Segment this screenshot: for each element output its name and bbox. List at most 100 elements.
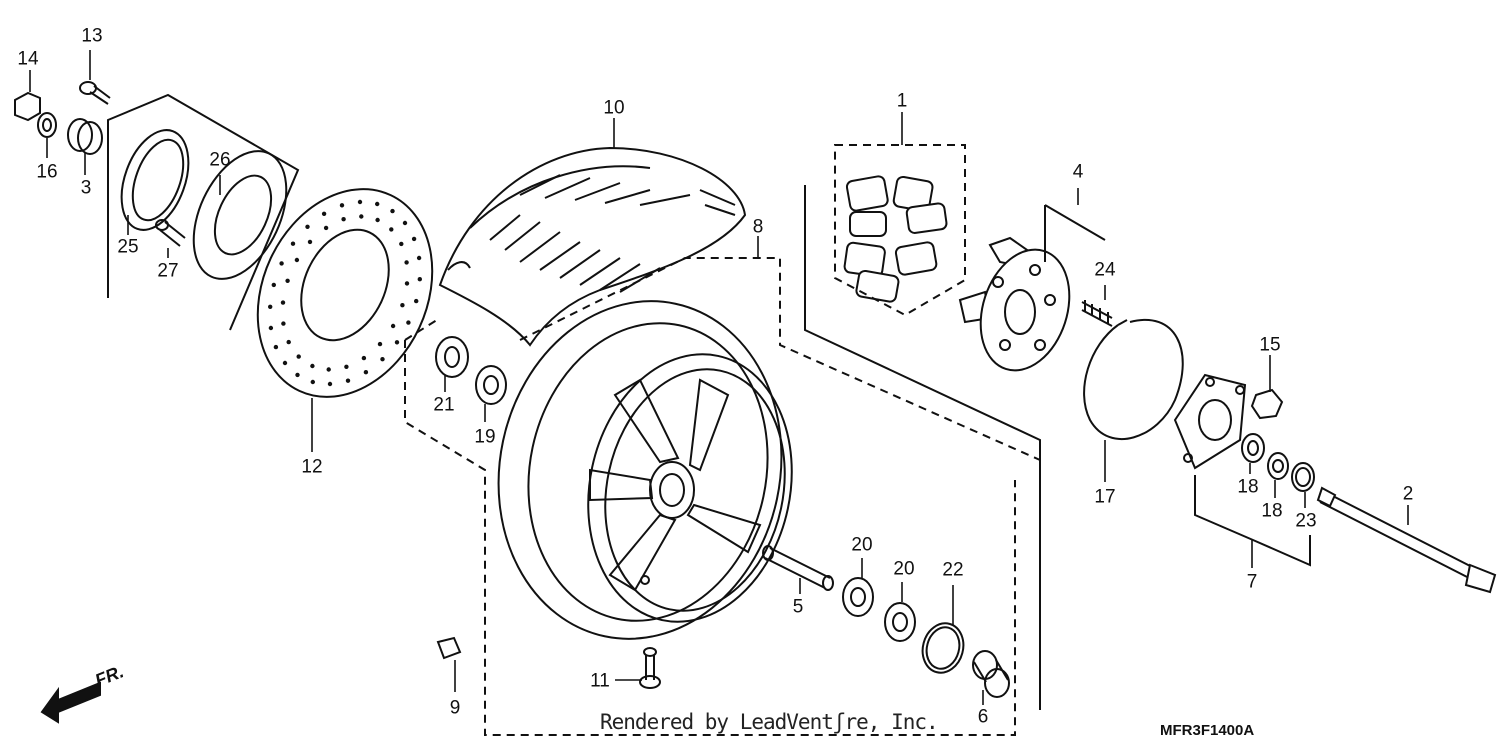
callout-15: 15 bbox=[1259, 334, 1281, 356]
bearing-20a[interactable] bbox=[842, 577, 874, 617]
disc-hole bbox=[363, 370, 369, 375]
disc-hole bbox=[380, 357, 385, 362]
front-direction-arrow-icon bbox=[40, 681, 101, 724]
callout-20b: 20 bbox=[893, 558, 915, 580]
brake-panel-25[interactable] bbox=[109, 121, 201, 239]
group-bracket-7 bbox=[1194, 475, 1311, 567]
disc-hole bbox=[357, 199, 363, 205]
collar-3[interactable] bbox=[67, 118, 103, 155]
disc-hole bbox=[400, 303, 405, 308]
disc-hole bbox=[280, 300, 286, 305]
hub-flange[interactable] bbox=[1173, 373, 1247, 470]
oil-seal-23[interactable] bbox=[1291, 462, 1315, 492]
callout-12: 12 bbox=[301, 456, 323, 478]
watermark: Rendered by LeadVentʃre, Inc. bbox=[600, 710, 939, 734]
callout-9: 9 bbox=[449, 697, 461, 719]
disc-hole bbox=[359, 214, 364, 219]
callout-6: 6 bbox=[977, 706, 989, 728]
bearing-20b[interactable] bbox=[884, 602, 916, 642]
callout-22: 22 bbox=[942, 559, 964, 581]
final-driven-flange[interactable] bbox=[958, 236, 1084, 382]
group-bracket-4 bbox=[1044, 204, 1106, 262]
disc-hole bbox=[294, 257, 300, 263]
disc-hole bbox=[321, 211, 327, 216]
disc-hole bbox=[305, 224, 310, 229]
disc-hole bbox=[404, 260, 409, 265]
disc-hole bbox=[404, 281, 410, 286]
disc-hole bbox=[327, 381, 333, 387]
balance-weight[interactable] bbox=[436, 636, 462, 660]
disc-hole bbox=[281, 321, 286, 326]
stud[interactable] bbox=[1081, 300, 1113, 327]
circlip[interactable] bbox=[1083, 319, 1184, 440]
disc-hole bbox=[268, 304, 273, 309]
callout-20a: 20 bbox=[851, 534, 873, 556]
callout-25: 25 bbox=[117, 236, 139, 258]
disc-hole bbox=[326, 367, 331, 372]
callout-7: 7 bbox=[1246, 571, 1258, 593]
oil-seal-19[interactable] bbox=[475, 365, 507, 405]
disc-hole bbox=[406, 320, 411, 325]
disc-hole bbox=[310, 379, 315, 385]
rear-axle[interactable] bbox=[1316, 486, 1497, 594]
distance-collar[interactable] bbox=[762, 545, 834, 591]
disc-hole bbox=[390, 323, 396, 329]
disc-hole bbox=[361, 355, 367, 361]
callout-3: 3 bbox=[80, 177, 92, 199]
disc-hole bbox=[339, 203, 345, 208]
callout-14: 14 bbox=[17, 48, 39, 70]
brake-disc[interactable] bbox=[225, 160, 465, 425]
group-bracket-dampers bbox=[834, 144, 966, 317]
disc-hole bbox=[286, 339, 291, 345]
tire-valve[interactable] bbox=[639, 647, 661, 689]
disc-hole bbox=[390, 208, 395, 214]
bearing-18a[interactable] bbox=[1241, 433, 1265, 463]
callout-1: 1 bbox=[896, 90, 908, 112]
bolt-27[interactable] bbox=[155, 219, 186, 247]
tire[interactable] bbox=[438, 146, 747, 347]
callout-18a: 18 bbox=[1237, 476, 1259, 498]
disc-hole bbox=[310, 363, 315, 369]
washer[interactable] bbox=[37, 112, 57, 138]
side-collar[interactable] bbox=[972, 650, 1010, 698]
wheel-rim[interactable] bbox=[468, 275, 816, 666]
disc-hole bbox=[416, 255, 422, 261]
disc-hole bbox=[414, 298, 419, 304]
disc-hole bbox=[375, 201, 380, 207]
axle-nut[interactable] bbox=[14, 91, 41, 122]
callout-10: 10 bbox=[603, 97, 625, 119]
disc-hole bbox=[389, 227, 394, 232]
callout-23: 23 bbox=[1295, 510, 1317, 532]
disc-hole bbox=[282, 360, 288, 366]
callout-8: 8 bbox=[752, 216, 764, 238]
disc-hole bbox=[417, 277, 422, 282]
disc-hole bbox=[377, 341, 383, 347]
disc-hole bbox=[295, 372, 300, 378]
callout-11: 11 bbox=[590, 670, 610, 692]
bearing-21[interactable] bbox=[435, 336, 469, 378]
callout-24: 24 bbox=[1094, 259, 1116, 281]
disc-hole bbox=[375, 217, 380, 223]
callout-26: 26 bbox=[209, 149, 231, 171]
leader-lines bbox=[29, 50, 1409, 705]
callout-19: 19 bbox=[474, 426, 496, 448]
disc-hole bbox=[271, 282, 276, 288]
callout-18b: 18 bbox=[1261, 500, 1283, 522]
group-bracket-wheel bbox=[404, 257, 1041, 736]
callout-4: 4 bbox=[1072, 161, 1084, 183]
figure-code: MFR3F1400A bbox=[1160, 722, 1255, 739]
bolt-13[interactable] bbox=[79, 81, 111, 105]
hub-dampers[interactable] bbox=[843, 175, 948, 303]
o-ring-22[interactable] bbox=[917, 619, 969, 678]
disc-hole bbox=[285, 278, 290, 283]
callout-21: 21 bbox=[433, 394, 455, 416]
nut[interactable] bbox=[1250, 388, 1284, 420]
group-bracket-outer bbox=[804, 185, 1041, 710]
callout-16: 16 bbox=[36, 161, 58, 183]
disc-hole bbox=[411, 236, 417, 242]
bearing-18b[interactable] bbox=[1267, 452, 1289, 480]
disc-hole bbox=[344, 364, 349, 369]
callout-13: 13 bbox=[81, 25, 103, 47]
callout-17: 17 bbox=[1094, 486, 1116, 508]
